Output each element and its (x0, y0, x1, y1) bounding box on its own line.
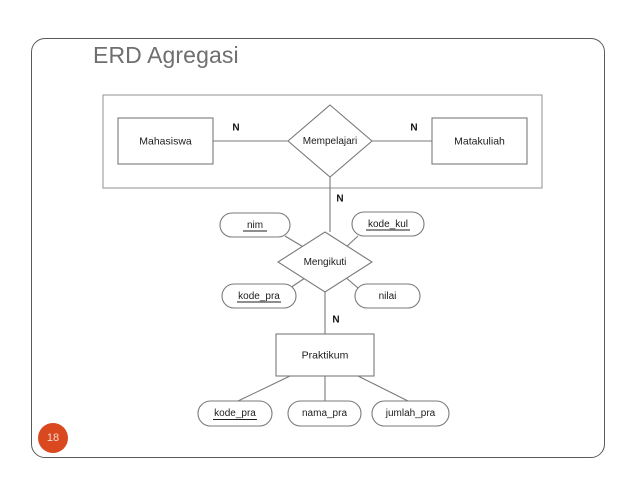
attribute-nim-label: nim (247, 220, 263, 231)
entity-matakuliah[interactable] (431, 117, 528, 165)
entity-matakuliah-label: Matakuliah (454, 135, 505, 147)
attribute-jumlah-pra-label: jumlah_pra (385, 408, 436, 419)
attribute-kode-pra-relationship-label: kode_pra (238, 291, 280, 302)
aggregation-boundary-box (102, 94, 543, 189)
attribute-kode-kul-label: kode_kul (368, 219, 408, 230)
slide-border-frame (31, 38, 605, 458)
attribute-nilai-label: nilai (379, 291, 397, 302)
attribute-nama-pra-label: nama_pra (302, 408, 347, 419)
cardinality-aggregation-mengikuti: N (336, 194, 343, 205)
page-title: ERD Agregasi (93, 42, 239, 68)
cardinality-mahasiswa-mempelajari: N (232, 123, 239, 134)
attribute-jumlah-pra[interactable] (371, 400, 450, 427)
relationship-mengikuti-label: Mengikuti (304, 257, 347, 268)
connector-praktikum-jumlahpra (357, 375, 409, 402)
relationship-mempelajari-label: Mempelajari (303, 136, 357, 147)
attribute-kode-pra-entity-label: kode_pra (214, 408, 256, 419)
relationship-mempelajari[interactable] (287, 104, 373, 178)
entity-praktikum-label: Praktikum (302, 349, 349, 361)
entity-mahasiswa-label: Mahasiswa (139, 135, 192, 147)
entity-praktikum[interactable] (275, 333, 375, 377)
cardinality-mempelajari-matakuliah: N (410, 123, 417, 134)
page-number-badge: 18 (38, 423, 68, 453)
entity-mahasiswa[interactable] (117, 117, 214, 165)
attribute-nim[interactable] (219, 212, 291, 238)
connector-nim-mengikuti (284, 235, 306, 249)
attribute-nilai[interactable] (354, 283, 421, 309)
attribute-nama-pra[interactable] (287, 400, 362, 427)
cardinality-mengikuti-praktikum: N (332, 315, 339, 326)
connector-praktikum-kodepra (237, 375, 291, 402)
